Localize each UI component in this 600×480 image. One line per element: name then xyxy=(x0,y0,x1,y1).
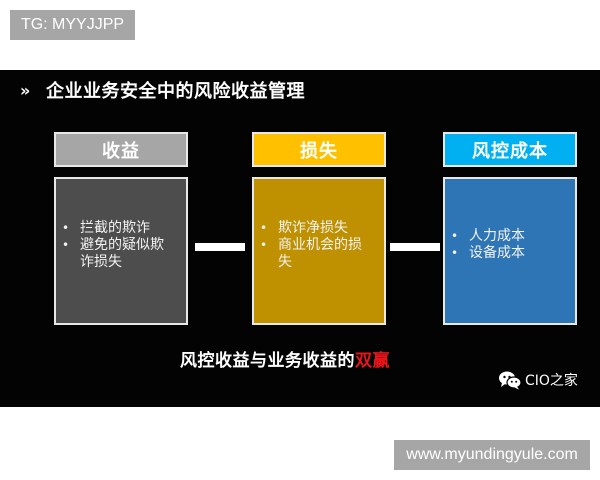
list-item: 设备成本 xyxy=(451,245,565,262)
watermark-bottom: www.myundingyule.com xyxy=(394,440,590,470)
column-body-benefit: 拦截的欺诈 避免的疑似欺诈损失 xyxy=(54,177,188,325)
slide-title: » 企业业务安全中的风险收益管理 xyxy=(20,78,305,103)
column-header-risk-cost: 风控成本 xyxy=(443,132,577,167)
list-item: 人力成本 xyxy=(451,228,565,245)
slide-title-text: 企业业务安全中的风险收益管理 xyxy=(46,81,305,102)
wechat-icon xyxy=(499,371,522,390)
column-body-risk-cost: 人力成本 设备成本 xyxy=(443,177,577,325)
watermark-top: TG: MYYJJPP xyxy=(10,10,135,40)
double-chevron-right-icon: » xyxy=(20,80,30,100)
connector-line xyxy=(195,243,245,251)
list-item: 商业机会的损失 xyxy=(260,237,374,271)
column-body-loss: 欺诈净损失 商业机会的损失 xyxy=(252,177,386,325)
summary-highlight: 双赢 xyxy=(355,351,390,371)
column-header-benefit: 收益 xyxy=(54,132,188,167)
list-item: 欺诈净损失 xyxy=(260,220,374,237)
summary-prefix: 风控收益与业务收益的 xyxy=(180,351,355,371)
brand-name: CIO之家 xyxy=(525,373,578,389)
slide: » 企业业务安全中的风险收益管理 收益 拦截的欺诈 避免的疑似欺诈损失 损失 欺… xyxy=(0,70,600,407)
brand-mark: CIO之家 xyxy=(498,370,578,390)
list-item: 拦截的欺诈 xyxy=(62,220,176,237)
summary-text: 风控收益与业务收益的双赢 xyxy=(180,346,390,371)
connector-line xyxy=(390,243,440,251)
list-item: 避免的疑似欺诈损失 xyxy=(62,237,176,271)
column-header-loss: 损失 xyxy=(252,132,386,167)
